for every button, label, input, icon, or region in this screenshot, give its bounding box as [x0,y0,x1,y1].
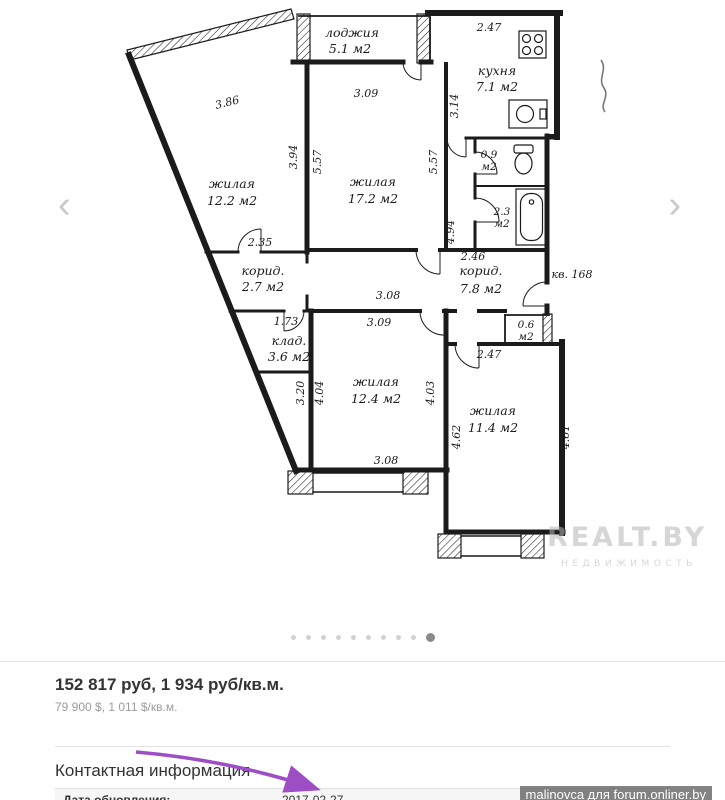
contact-heading: Контактная информация [55,761,251,780]
room-label-corridor1-area: 2.7 м2 [241,279,284,294]
carousel-dot-10[interactable] [425,632,435,642]
room-label-wc-area: м2 [481,161,497,173]
dim-3-08-corridor: 3.08 [376,289,401,302]
room-label-loggia-name: лоджия [325,25,379,40]
dim-3-20: 3.20 [294,381,307,406]
room-label-living1-name: жилая [209,176,255,191]
room-label-wc-name: 0.9 [481,149,498,161]
carousel-dot-2[interactable] [305,634,311,640]
info-row-update-date: Дата обновления: 2017-02-27 [55,788,670,800]
toilet-icon [513,144,534,175]
room-label-kitchen-area: 7.1 м2 [476,79,518,94]
dim-3-09-top: 3.09 [354,87,379,100]
gallery-next-button[interactable]: › [668,184,681,226]
room-label-loggia-area: 5.1 м2 [329,41,371,56]
carousel-dot-9[interactable] [410,634,416,640]
section-divider [55,746,670,747]
room-label-living1-area: 12.2 м2 [207,193,257,208]
dim-3-08-bottom: 3.08 [374,454,399,467]
dim-3-94: 3.94 [287,145,300,170]
price-secondary: 79 900 $, 1 011 $/кв.м. [55,700,178,714]
dimension-labels: 3.86 3.09 2.47 3.14 3.94 5.57 5.57 4.94 … [214,21,572,467]
dim-4-04: 4.04 [313,381,326,407]
realt-watermark-subtitle: НЕДВИЖИМОСТЬ [561,559,697,569]
floorplan-image[interactable]: лоджия 5.1 м2 кухня 7.1 м2 жилая 12.2 м2… [0,0,725,655]
stove-icon [518,30,547,59]
carousel-dot-6[interactable] [365,634,371,640]
bathtub-icon [515,188,548,246]
gallery-prev-button[interactable]: ‹ [58,184,71,226]
dim-5-57-right: 5.57 [427,150,440,175]
carousel-dot-7[interactable] [380,634,386,640]
dim-2-35: 2.35 [247,236,273,249]
room-label-living2-area: 17.2 м2 [348,191,398,206]
carousel-dot-8[interactable] [395,634,401,640]
room-label-kitchen-name: кухня [478,63,516,78]
dim-5-57-left: 5.57 [311,150,324,175]
dim-3-09-room: 3.09 [367,316,392,329]
room-labels: лоджия 5.1 м2 кухня 7.1 м2 жилая 12.2 м2… [207,25,593,435]
update-date-label: Дата обновления: [63,793,171,800]
room-label-bath-name: 2.3 [493,206,511,218]
dim-3-14: 3.14 [448,94,461,119]
room-label-balcony-area: м2 [518,331,534,343]
room-label-bath-area: м2 [494,218,510,230]
floorplan-drawing: лоджия 5.1 м2 кухня 7.1 м2 жилая 12.2 м2… [125,8,707,569]
room-label-storage-area: 3.6 м2 [268,349,310,364]
dim-2-46: 2.46 [460,250,486,263]
price-primary: 152 817 руб, 1 934 руб/кв.м. [55,675,284,694]
hatched-walls [126,8,553,559]
carousel-dot-4[interactable] [335,634,341,640]
dim-3-86: 3.86 [214,93,241,112]
dim-2-47-kitchen: 2.47 [476,21,502,34]
room-label-storage-name: клад. [272,333,307,348]
walls [125,10,566,557]
dim-4-62: 4.62 [450,425,463,451]
room-label-corridor2-area: 7.8 м2 [460,281,502,296]
realt-watermark-title: REALT.BY [547,522,707,553]
scan-artifact [600,59,607,113]
door-arcs [237,61,548,369]
room-label-living3-name: жилая [353,374,399,389]
room-label-living4-name: жилая [470,403,516,418]
dim-1-73: 1.73 [274,315,299,328]
room-label-corridor1-name: корид. [242,263,285,278]
dim-4-94: 4.94 [444,220,457,246]
gallery-divider [0,661,725,662]
room-label-corridor2-name: корид. [460,263,503,278]
room-label-living4-area: 11.4 м2 [468,420,518,435]
dim-2-47-room: 2.47 [476,348,502,361]
apartment-number-label: кв. 168 [552,268,593,281]
dim-4-61: 4.61 [559,425,572,451]
room-label-balcony-name: 0.6 [518,319,535,331]
kitchen-sink-icon [508,99,548,129]
room-label-living2-name: жилая [350,174,396,189]
room-label-living3-area: 12.4 м2 [351,391,401,406]
carousel-dot-3[interactable] [320,634,326,640]
carousel-dot-1[interactable] [290,634,296,640]
dim-4-03: 4.03 [424,381,437,407]
carousel-dot-5[interactable] [350,634,356,640]
update-date-value: 2017-02-27 [282,793,344,800]
forum-watermark: malinovca для forum.onliner.by [519,786,712,800]
carousel-dots [0,631,725,643]
